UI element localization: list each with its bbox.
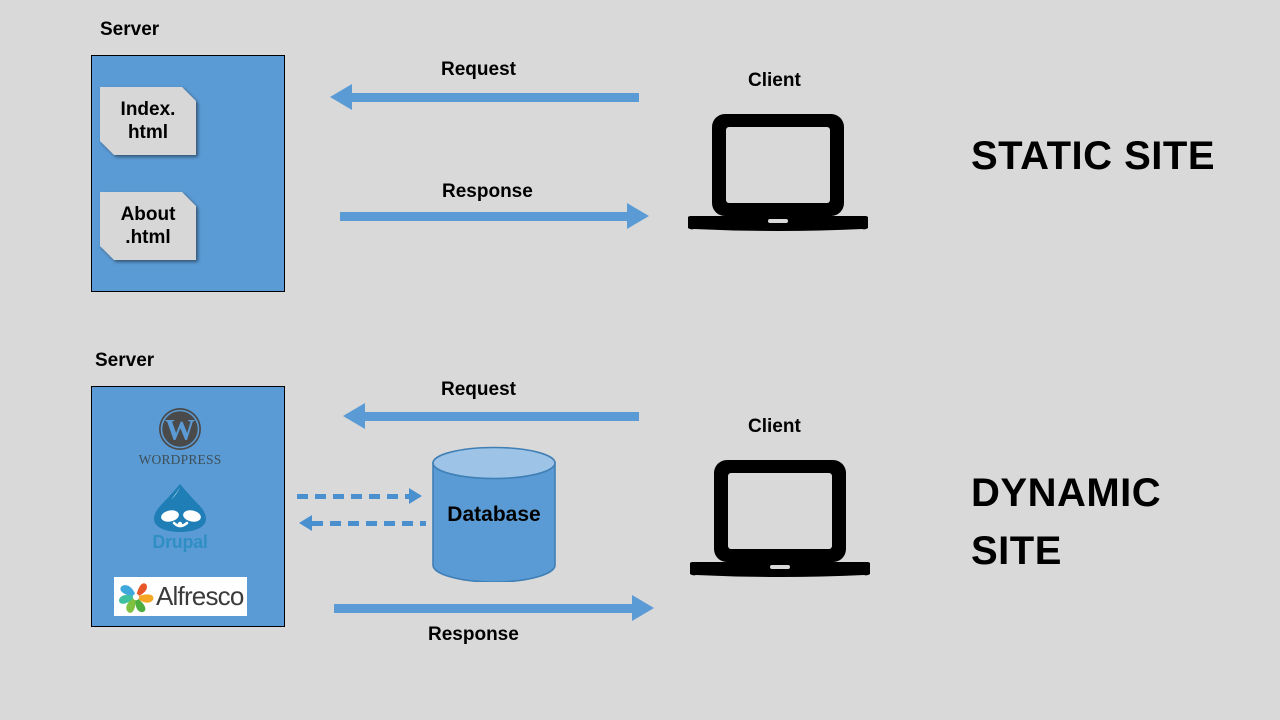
svg-text:W: W [165, 414, 195, 447]
dynamic-server-label: Server [95, 350, 155, 371]
static-request-arrow-head [330, 84, 352, 110]
static-request-arrow-line [352, 93, 639, 102]
db-read-arrow-head [299, 515, 312, 531]
file-card-index: Index. html [100, 87, 196, 155]
static-response-label: Response [442, 181, 533, 202]
laptop-svg [687, 460, 873, 577]
file-card-line1: About [120, 203, 176, 225]
drupal-logo: Drupal [130, 482, 230, 552]
alfresco-wordmark: Alfresco [156, 581, 244, 611]
alfresco-logo: Alfresco [114, 577, 247, 616]
drupal-icon [154, 484, 206, 532]
laptop-icon-static [685, 112, 871, 237]
database-label: Database [447, 503, 541, 526]
db-write-arrow-head [409, 488, 422, 504]
dynamic-request-label: Request [441, 379, 516, 400]
dynamic-request-arrow-head [343, 403, 365, 429]
laptop-icon-dynamic [687, 458, 873, 583]
database-cylinder: Database [431, 446, 557, 583]
database-svg [432, 446, 556, 583]
static-client-label: Client [748, 70, 801, 91]
file-card-about: About .html [100, 192, 196, 260]
file-card-body: About .html [100, 192, 196, 260]
static-site-title: STATIC SITE [971, 134, 1216, 178]
dynamic-response-arrow-head [632, 595, 654, 621]
dynamic-client-label: Client [748, 416, 801, 437]
static-response-arrow-head [627, 203, 649, 229]
wordpress-icon: W [159, 408, 201, 450]
wordpress-logo: W WORDPRESS [130, 406, 230, 468]
dynamic-site-title: DYNAMIC SITE [971, 471, 1162, 573]
static-server-label: Server [100, 19, 160, 40]
laptop-svg [685, 114, 871, 231]
db-read-dashed-line [312, 521, 426, 526]
dynamic-request-arrow-line [365, 412, 639, 421]
db-write-dashed-line [297, 494, 411, 499]
drupal-wordmark: Drupal [152, 532, 208, 552]
file-card-line2: .html [125, 227, 171, 248]
alfresco-icon [119, 583, 154, 613]
static-request-label: Request [441, 59, 516, 80]
static-response-arrow-line [340, 212, 627, 221]
dynamic-response-label: Response [428, 624, 519, 645]
file-card-body: Index. html [100, 87, 196, 155]
file-card-line2: html [127, 122, 169, 143]
wordpress-wordmark: WORDPRESS [138, 452, 222, 467]
file-card-line1: Index. [120, 98, 176, 120]
dynamic-response-arrow-line [334, 604, 632, 613]
